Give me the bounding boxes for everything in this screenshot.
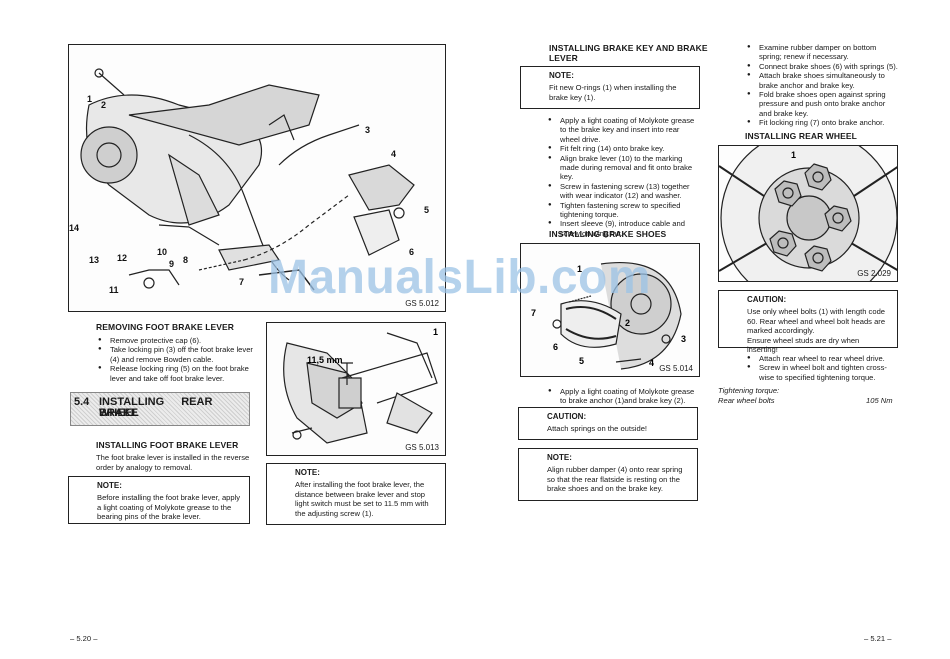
note-text: Fit new O-rings (1) when installing the … xyxy=(549,83,677,102)
brake-shoes-drawing: 1 2 3 4 5 6 7 xyxy=(531,262,686,370)
list-item: Remove protective cap (6). xyxy=(96,336,258,346)
figure-stop-light-switch: 11,5 mm 1 GS 5.013 xyxy=(266,322,446,456)
note-box-3: NOTE: Fit new O-rings (1) when installin… xyxy=(520,66,700,109)
figure-rear-wheel: 1 GS 2.029 xyxy=(718,145,898,282)
callout-2: 2 xyxy=(625,318,630,328)
callout-7: 7 xyxy=(531,308,536,318)
note-text: Align rubber damper (4) onto rear spring… xyxy=(547,465,683,494)
figure-caption: GS 5.012 xyxy=(405,299,439,308)
brake-key-heading: INSTALLING BRAKE KEY AND BRAKE LEVER xyxy=(549,43,708,63)
foot-brake-lever-drawing: 1 2 3 4 5 6 7 8 9 10 11 12 13 14 xyxy=(69,68,429,295)
note-heading: NOTE: xyxy=(295,468,320,477)
shoe-bullets-list: Examine rubber damper on bottom spring; … xyxy=(745,43,899,128)
installing-lever-heading: INSTALLING FOOT BRAKE LEVER xyxy=(96,440,239,450)
callout-3: 3 xyxy=(365,125,370,135)
callout-1: 1 xyxy=(577,264,582,274)
callout-11: 11 xyxy=(109,285,119,295)
callout-10: 10 xyxy=(157,247,167,257)
callout-7: 7 xyxy=(239,277,244,287)
list-item: Fold brake shoes open against spring pre… xyxy=(745,90,899,118)
callout-4: 4 xyxy=(391,149,396,159)
rear-wheel-drawing: 1 xyxy=(719,146,897,281)
list-item: Connect brake shoes (6) with springs (5)… xyxy=(745,62,899,72)
brake-shoes-list: Apply a light coating of Molykote grease… xyxy=(546,387,700,406)
removing-heading: REMOVING FOOT BRAKE LEVER xyxy=(96,322,235,332)
list-item: Examine rubber damper on bottom spring; … xyxy=(745,43,899,62)
figure-brake-shoes: 1 2 3 4 5 6 7 GS 5.014 xyxy=(520,243,700,377)
torque-value: 105 Nm xyxy=(866,396,893,405)
installing-lever-text: The foot brake lever is installed in the… xyxy=(96,453,250,472)
note-text: Before installing the foot brake lever, … xyxy=(97,493,241,522)
list-item: Attach rear wheel to rear wheel drive. xyxy=(745,354,899,364)
note-box-2: NOTE: After installing the foot brake le… xyxy=(266,463,446,525)
note-text: After installing the foot brake lever, t… xyxy=(295,480,429,518)
removing-list: Remove protective cap (6). Take locking … xyxy=(96,336,258,383)
callout-2: 2 xyxy=(101,100,106,110)
list-item: Fit locking ring (7) onto brake anchor. xyxy=(745,118,899,128)
callout-8: 8 xyxy=(183,255,188,265)
section-title-line1: INSTALLING REAR WHEEL xyxy=(99,396,213,419)
section-heading: 5.4 INSTALLING REAR WHEEL BRAKE xyxy=(70,392,250,426)
note-box-1: NOTE: Before installing the foot brake l… xyxy=(68,476,250,524)
section-title-line2: BRAKE xyxy=(99,407,139,419)
heading-line: INSTALLING BRAKE KEY AND BRAKE xyxy=(549,43,708,53)
figure-caption: GS 2.029 xyxy=(857,269,891,278)
rear-wheel-heading: INSTALLING REAR WHEEL xyxy=(745,131,857,141)
list-item: Apply a light coating of Molykote grease… xyxy=(546,116,700,144)
note-box-4: NOTE: Align rubber damper (4) onto rear … xyxy=(518,448,698,501)
note-heading: NOTE: xyxy=(97,481,122,490)
callout-6: 6 xyxy=(409,247,414,257)
caution-text-2: Ensure wheel studs are dry when insertin… xyxy=(747,335,860,355)
list-item: Screw in fastening screw (13) together w… xyxy=(546,182,700,201)
callout-1: 1 xyxy=(433,327,438,337)
section-number: 5.4 xyxy=(74,396,90,408)
list-item: Screw in wheel bolt and tighten cross-wi… xyxy=(745,363,899,382)
heading-line: LEVER xyxy=(549,53,578,63)
callout-13: 13 xyxy=(89,255,99,265)
list-item: Insert sleeve (9), introduce cable and s… xyxy=(546,219,700,238)
torque-label: Tightening torque: xyxy=(718,386,780,395)
stop-light-switch-drawing: 11,5 mm 1 xyxy=(283,327,438,444)
callout-5: 5 xyxy=(424,205,429,215)
list-item: Tighten fastening screw to specified tig… xyxy=(546,201,700,220)
callout-14: 14 xyxy=(69,223,79,233)
callout-6: 6 xyxy=(553,342,558,352)
caution-box-2: CAUTION: Use only wheel bolts (1) with l… xyxy=(718,290,898,354)
caution-text: Use only wheel bolts (1) with length cod… xyxy=(747,307,886,336)
figure-foot-brake-lever: 1 2 3 4 5 6 7 8 9 10 11 12 13 14 GS 5.01… xyxy=(68,44,446,312)
list-item: Attach brake shoes simultaneously to bra… xyxy=(745,71,899,90)
callout-5: 5 xyxy=(579,356,584,366)
caution-box-1: CAUTION: Attach springs on the outside! xyxy=(518,407,698,440)
torque-item: Rear wheel bolts xyxy=(718,396,775,405)
callout-12: 12 xyxy=(117,253,127,263)
note-heading: NOTE: xyxy=(547,453,572,462)
brake-shoes-heading: INSTALLING BRAKE SHOES xyxy=(549,229,667,239)
callout-1: 1 xyxy=(791,150,796,160)
brake-key-list: Apply a light coating of Molykote grease… xyxy=(546,116,700,238)
callout-4: 4 xyxy=(649,358,654,368)
figure-caption: GS 5.013 xyxy=(405,443,439,452)
dimension-label: 11,5 mm xyxy=(307,355,343,365)
callout-9: 9 xyxy=(169,259,174,269)
caution-text: Attach springs on the outside! xyxy=(547,424,648,433)
callout-1: 1 xyxy=(87,94,92,104)
callout-3: 3 xyxy=(681,334,686,344)
list-item: Release locking ring (5) on the foot bra… xyxy=(96,364,258,383)
list-item: Take locking pin (3) off the foot brake … xyxy=(96,345,258,364)
page-number-left: – 5.20 – xyxy=(70,634,98,643)
list-item: Fit felt ring (14) onto brake key. xyxy=(546,144,700,154)
figure-caption: GS 5.014 xyxy=(659,364,693,373)
list-item: Align brake lever (10) to the marking ma… xyxy=(546,154,700,182)
watermark: ManualsLib.com xyxy=(268,251,652,304)
page-number-right: – 5.21 – xyxy=(864,634,892,643)
rear-wheel-list: Attach rear wheel to rear wheel drive. S… xyxy=(745,354,899,382)
note-heading: NOTE: xyxy=(549,71,574,80)
caution-heading: CAUTION: xyxy=(547,412,587,421)
list-item: Apply a light coating of Molykote grease… xyxy=(546,387,700,406)
caution-heading: CAUTION: xyxy=(747,295,787,304)
